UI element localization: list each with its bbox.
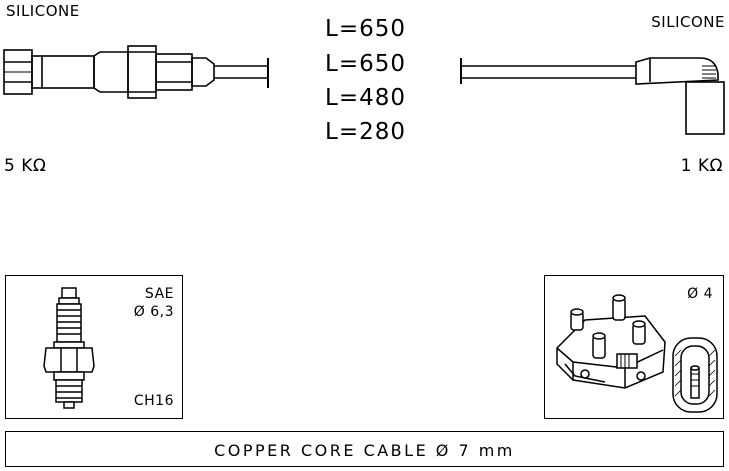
spark-plug-icon — [43, 287, 95, 409]
length-item: L=650 — [325, 16, 406, 42]
length-item: L=480 — [325, 85, 406, 111]
left-resistance-label: 5 KΩ — [4, 156, 47, 176]
right-angled-connector — [460, 57, 725, 135]
length-item: L=650 — [325, 51, 406, 77]
left-material-label: SILICONE — [6, 2, 80, 20]
hex-size-label: CH16 — [133, 393, 174, 409]
ignition-coil-icon — [556, 294, 718, 413]
coil-diameter-label: Ø 4 — [687, 286, 713, 302]
cable-spec-text: COPPER CORE CABLE Ø 7 mm — [214, 441, 515, 460]
right-material-label: SILICONE — [651, 13, 725, 31]
spark-plug-box: SAE Ø 6,3 CH16 — [5, 275, 183, 419]
left-straight-connector — [3, 45, 269, 99]
sae-label: SAE — [144, 286, 174, 302]
length-item: L=280 — [325, 119, 406, 145]
cable-spec-footer: COPPER CORE CABLE Ø 7 mm — [5, 431, 724, 467]
terminal-diameter-label: Ø 6,3 — [133, 304, 174, 320]
right-resistance-label: 1 KΩ — [680, 156, 723, 176]
ignition-coil-box: Ø 4 — [544, 275, 724, 419]
